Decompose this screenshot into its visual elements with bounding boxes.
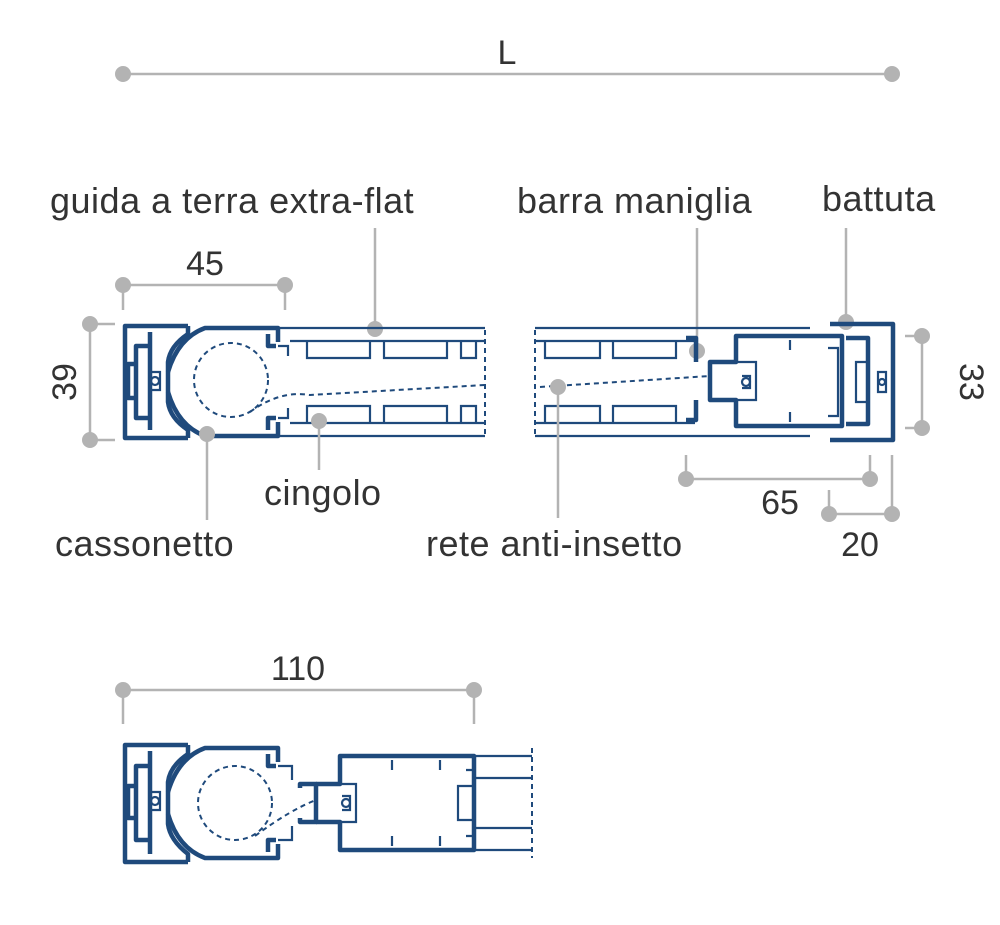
- leader-guida: [367, 228, 383, 337]
- guida-a-terra-profile: [278, 326, 486, 438]
- label-cassonetto: cassonetto: [55, 523, 234, 564]
- dimension-label-33: 33: [952, 363, 990, 401]
- dimension-label-20: 20: [841, 526, 879, 564]
- dimension-label-39: 39: [46, 363, 84, 401]
- dimension-cassonetto-height: 39: [46, 316, 115, 448]
- leader-battuta: [838, 228, 854, 330]
- label-cingolo: cingolo: [264, 472, 382, 513]
- dimension-label-length: L: [498, 34, 517, 72]
- label-guida-a-terra: guida a terra extra-flat: [50, 180, 414, 221]
- dimension-battuta-height: 33: [905, 328, 990, 436]
- label-barra-maniglia: barra maniglia: [517, 180, 753, 221]
- dimension-overall-length: L: [115, 34, 900, 82]
- label-rete-anti-insetto: rete anti-insetto: [426, 523, 683, 564]
- cassonetto-profile: [122, 323, 486, 441]
- battuta-profile: [830, 321, 896, 443]
- dimension-label-65: 65: [761, 484, 799, 522]
- dimension-label-110: 110: [271, 650, 325, 688]
- leader-cassonetto: [199, 426, 215, 520]
- barra-maniglia-profile: [686, 333, 845, 429]
- dimension-closed-width: 110: [115, 650, 482, 724]
- dimension-battuta-width: 20: [821, 455, 900, 564]
- label-battuta: battuta: [822, 178, 936, 219]
- leader-rete: [550, 379, 566, 518]
- dimension-handle-offset: 65: [678, 455, 878, 522]
- rete-profile: [534, 326, 810, 438]
- closed-assembly-profile: [122, 742, 533, 865]
- dimension-cassonetto-width: 45: [115, 245, 293, 310]
- leader-cingolo: [311, 413, 327, 470]
- dimension-label-45: 45: [186, 245, 224, 283]
